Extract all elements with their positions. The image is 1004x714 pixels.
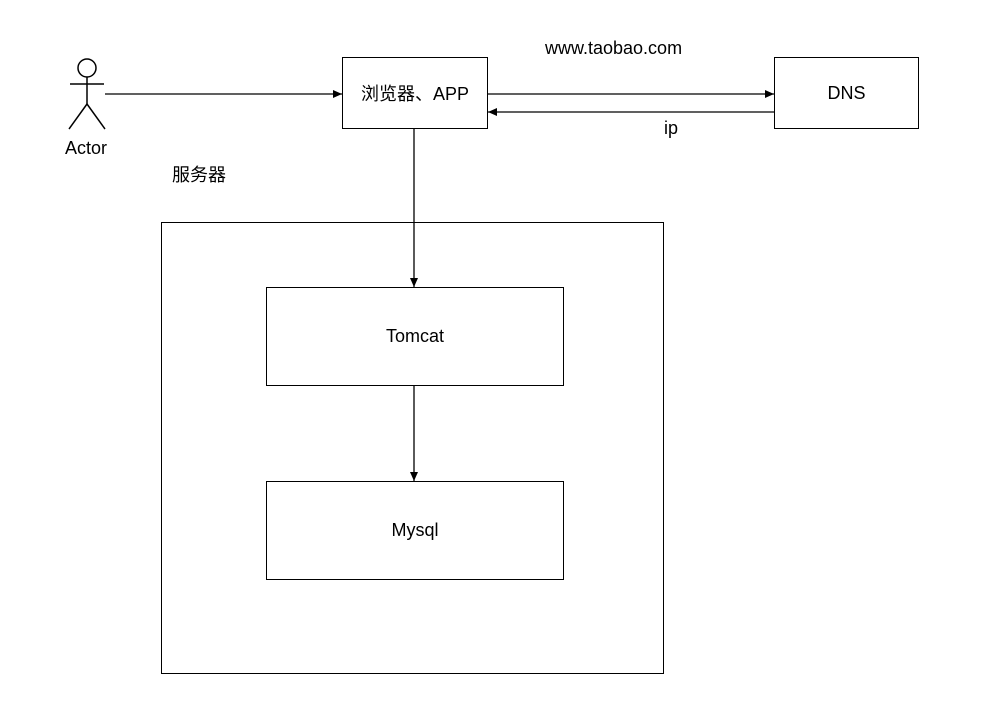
mysql-node-label: Mysql	[391, 520, 439, 540]
tomcat-node[interactable]: Tomcat	[266, 287, 564, 386]
server-group-label: 服务器	[172, 165, 226, 185]
mysql-node[interactable]: Mysql	[266, 481, 564, 580]
client-node[interactable]: 浏览器、APP	[342, 57, 488, 129]
client-node-label: 浏览器、APP	[360, 84, 470, 104]
dns-node[interactable]: DNS	[774, 57, 919, 129]
edge-dns-to-client-label: ip	[664, 118, 679, 138]
actor-label: Actor	[65, 138, 108, 158]
actor-head	[77, 58, 97, 78]
actor-leg-left	[68, 103, 88, 130]
server-container[interactable]	[161, 222, 664, 674]
actor-figure[interactable]	[68, 58, 106, 130]
edge-client-to-dns-label: www.taobao.com	[545, 38, 683, 58]
tomcat-node-label: Tomcat	[385, 326, 445, 346]
actor-leg-right	[86, 103, 106, 130]
dns-node-label: DNS	[827, 82, 866, 103]
